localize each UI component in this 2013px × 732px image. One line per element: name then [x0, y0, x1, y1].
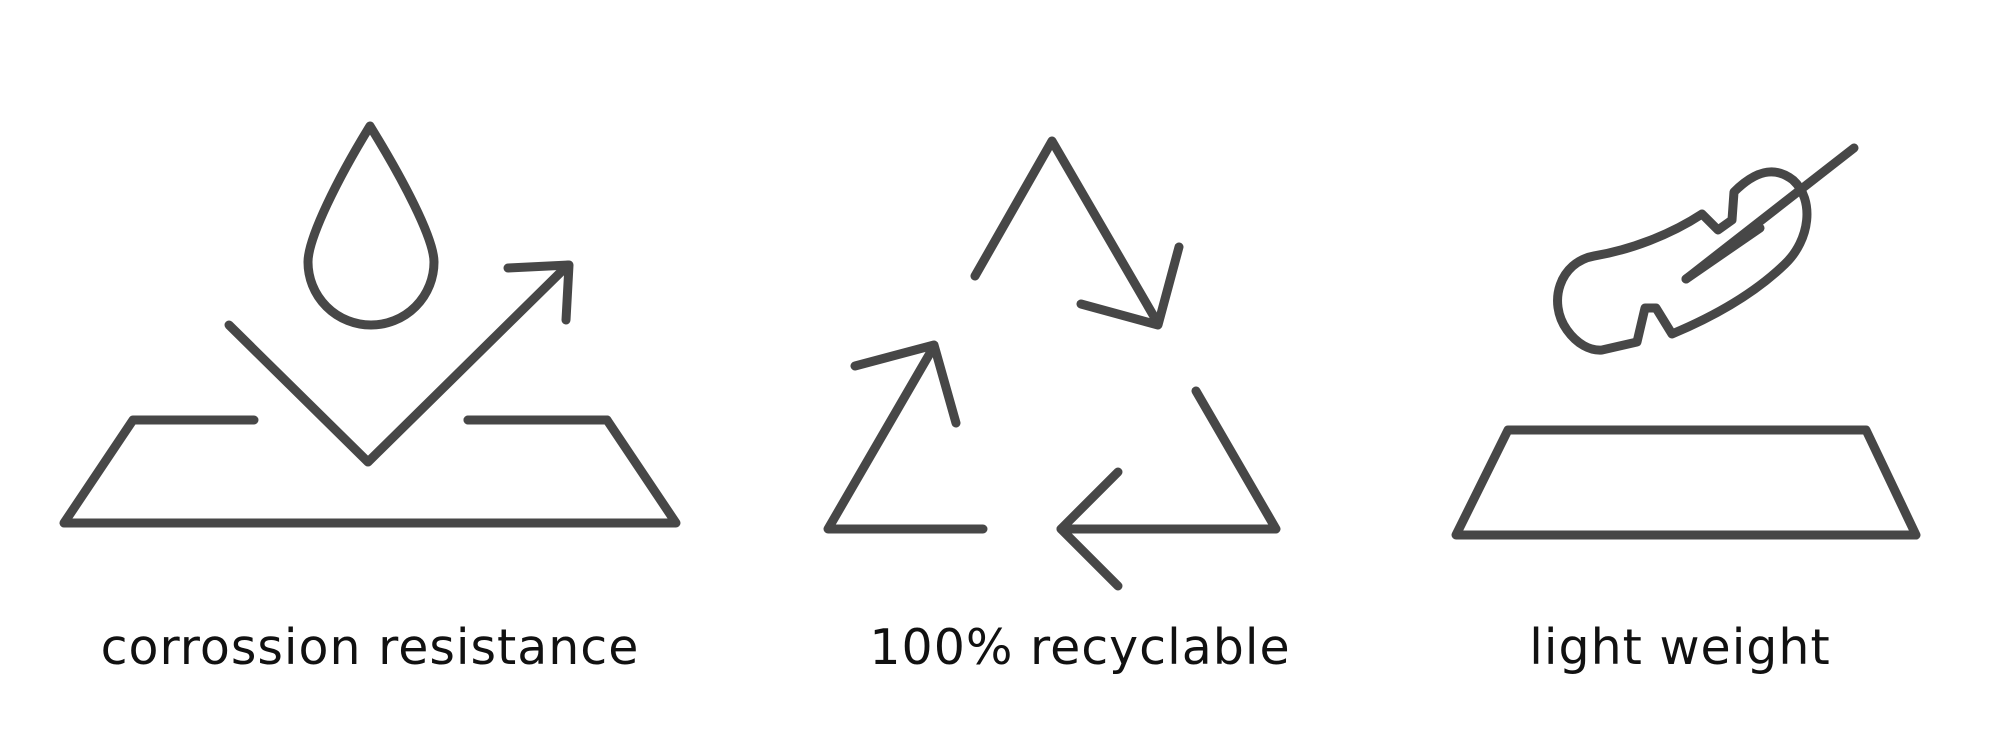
recycle-right-arrowhead	[1056, 467, 1123, 591]
water-drop-shape	[303, 121, 439, 330]
bounce-arrow-line	[224, 260, 573, 467]
recycle-icon	[823, 136, 1281, 591]
recycle-left-arrowhead	[850, 340, 961, 428]
bounce-arrow-head	[503, 260, 574, 325]
weight-platform	[1451, 425, 1921, 540]
feather-shape	[1553, 167, 1812, 355]
recycle-left-arm	[823, 343, 988, 534]
recycle-top-arm	[970, 136, 1161, 325]
recycle-top-arrowhead	[1076, 242, 1184, 330]
recycle-right-arm	[1056, 386, 1281, 534]
feather-shaft-inner	[1681, 223, 1765, 284]
water-drop-resistance-icon	[59, 121, 681, 528]
feature-label-light-weight: light weight	[1529, 619, 1831, 676]
feature-label-recyclable: 100% recyclable	[869, 619, 1291, 676]
surface-left-edge	[59, 415, 681, 528]
feature-label-corrosion-resistance: corrossion resistance	[100, 619, 640, 676]
feather-icon	[1451, 143, 1921, 540]
